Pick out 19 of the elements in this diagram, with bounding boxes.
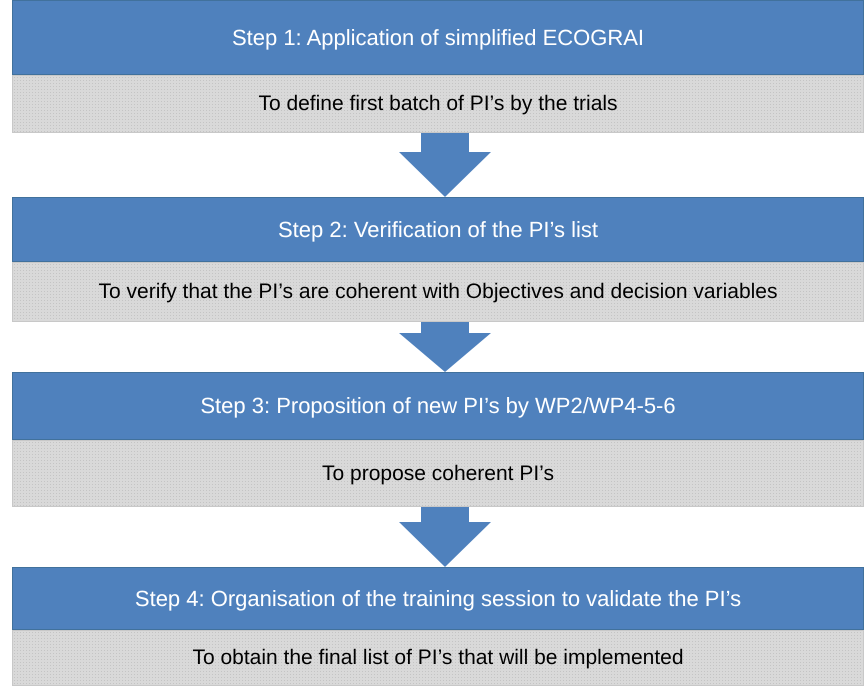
step-header-box <box>12 372 864 440</box>
step-title: Step 3: Proposition of new PI’s by WP2/WP4-5-6 <box>200 393 676 419</box>
step-description: To obtain the final list of PI’s that will be implemented <box>192 646 684 670</box>
description-box <box>12 630 864 686</box>
down-arrow <box>399 133 491 197</box>
step-header-box <box>12 197 864 262</box>
step-header-box <box>12 0 864 75</box>
step-description: To verify that the PI’s are coherent with Objectives and decision variables <box>98 280 778 304</box>
step-title: Step 4: Organisation of the training session to validate the PI’s <box>134 586 742 612</box>
description-box <box>12 262 864 322</box>
description-box <box>12 75 864 133</box>
step-title: Step 1: Application of simplified ECOGRAI <box>232 24 644 50</box>
down-arrow <box>399 322 491 372</box>
down-arrow <box>399 507 491 567</box>
step-title: Step 2: Verification of the PI’s list <box>278 216 598 242</box>
step-description: To propose coherent PI’s <box>322 462 554 486</box>
step-header-box <box>12 567 864 630</box>
description-box <box>12 440 864 507</box>
step-description: To define first batch of PI’s by the trials <box>258 92 618 116</box>
